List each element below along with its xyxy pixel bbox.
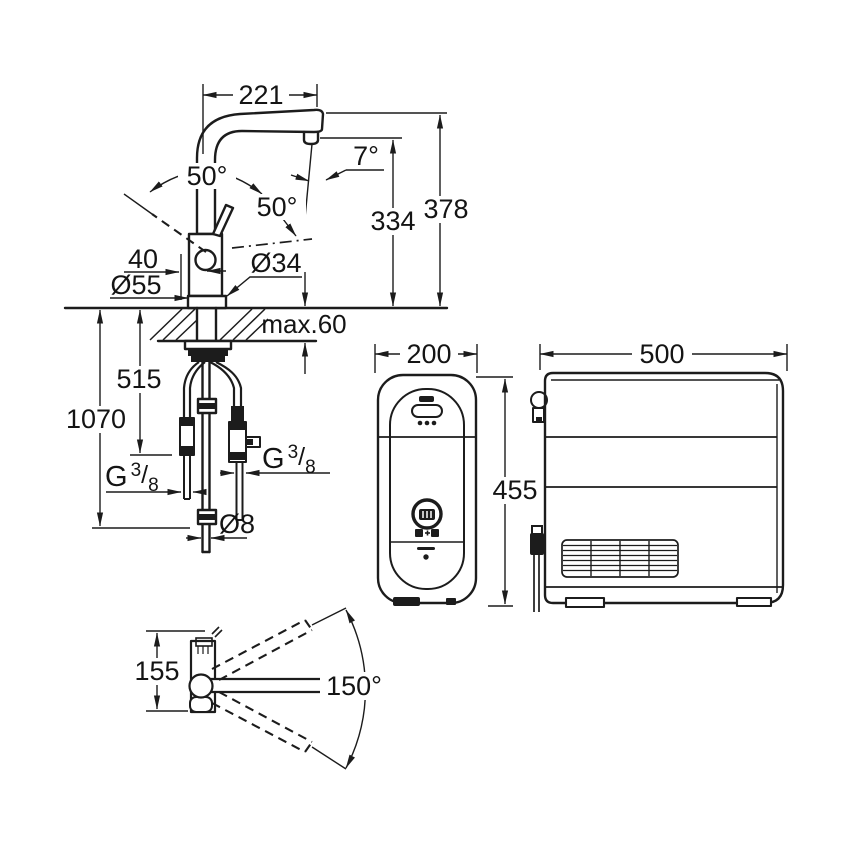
- faucet-top-dimensions: 155 150°: [128, 609, 388, 769]
- lever-tip-mark: [211, 626, 223, 638]
- power-cable: [530, 525, 544, 612]
- dim-hose-short-label: 515: [116, 364, 161, 394]
- front-panel-outline: [389, 388, 465, 590]
- faucet-lever: [211, 203, 235, 238]
- dim-spout-reach-label: 221: [238, 80, 283, 110]
- filter-front-outline: [376, 373, 478, 605]
- dim-filter-width-label: 200: [406, 339, 451, 369]
- filter-front-dimensions: 200 455: [374, 339, 545, 607]
- filter-side-outline: [543, 371, 785, 605]
- angle-ray-left: [123, 193, 153, 215]
- dim-lever-angle-up-label: 50°: [187, 161, 228, 191]
- faucet-top-view: 155 150°: [128, 607, 388, 770]
- dim-base-diameter-label: Ø55: [110, 270, 161, 300]
- swivel-pivot: [188, 673, 214, 699]
- dim-body-diameter-label: Ø34: [250, 248, 301, 278]
- dim-height-to-outlet-label: 334: [370, 206, 415, 236]
- dim-aerator-angle-label: 7°: [353, 141, 379, 171]
- front-foot-right: [446, 598, 456, 605]
- spout-swivel-positions: [211, 607, 347, 770]
- micro-label: [417, 547, 435, 550]
- filter-unit-side-view: 500: [530, 339, 788, 612]
- dim-height-total-label: 378: [423, 194, 468, 224]
- filter-side-dimensions: 500: [539, 339, 788, 371]
- dim-hose-diameter-label: Ø8: [219, 509, 255, 539]
- dim-hose-total-label: 1070: [66, 404, 126, 434]
- front-foot-left: [393, 597, 420, 606]
- left-supply-hose: [179, 361, 206, 500]
- faucet-spout-outline: [195, 108, 325, 236]
- lever-front-position-dashdot: [231, 238, 313, 249]
- counter-section-hatching: [149, 308, 269, 341]
- base-flange: [186, 294, 228, 310]
- dim-lever-offset-label: 40: [128, 244, 158, 274]
- capacity-icons: [415, 529, 439, 537]
- vent-grille: [561, 539, 679, 578]
- aerator-outlet: [302, 130, 320, 146]
- center-hose: [196, 360, 218, 554]
- base-top: [189, 696, 213, 713]
- side-foot-left: [564, 596, 606, 609]
- status-display-icon: [419, 396, 434, 402]
- reset-dot-icon: [423, 554, 429, 560]
- dim-lever-angle-front-label: 50°: [257, 192, 298, 222]
- faucet-front-view: 221 7° 50° 50° 334 378 40 Ø34 Ø55 max.60…: [60, 80, 475, 554]
- power-button-icon: [411, 404, 443, 418]
- lever-pivot: [194, 248, 217, 272]
- dim-top-height-label: 155: [134, 656, 179, 686]
- filter-unit-front-view: 200 455: [374, 339, 545, 607]
- hose-coupling: [231, 406, 244, 422]
- dim-swivel-angle-label: 150°: [326, 671, 382, 701]
- side-foot-right: [735, 596, 773, 608]
- filter-logo-icon: [411, 498, 443, 530]
- faucet-front-dimensions: 221 7° 50° 50° 334 378 40 Ø34 Ø55 max.60…: [60, 80, 475, 542]
- dim-max-counter-label: max.60: [261, 309, 346, 339]
- led-indicator-icons: [417, 420, 437, 426]
- mounting-washer: [183, 339, 233, 351]
- dim-filter-depth-label: 500: [639, 339, 684, 369]
- spout-top-solid: [199, 677, 329, 694]
- right-supply-hose-valve: [209, 361, 261, 521]
- dim-filter-height-label: 455: [492, 475, 537, 505]
- lever-back-position-dashed: [151, 213, 207, 253]
- mounting-nut: [188, 349, 228, 356]
- hose-bracket-icon: [530, 391, 548, 423]
- mounting-nut-lower: [191, 356, 225, 362]
